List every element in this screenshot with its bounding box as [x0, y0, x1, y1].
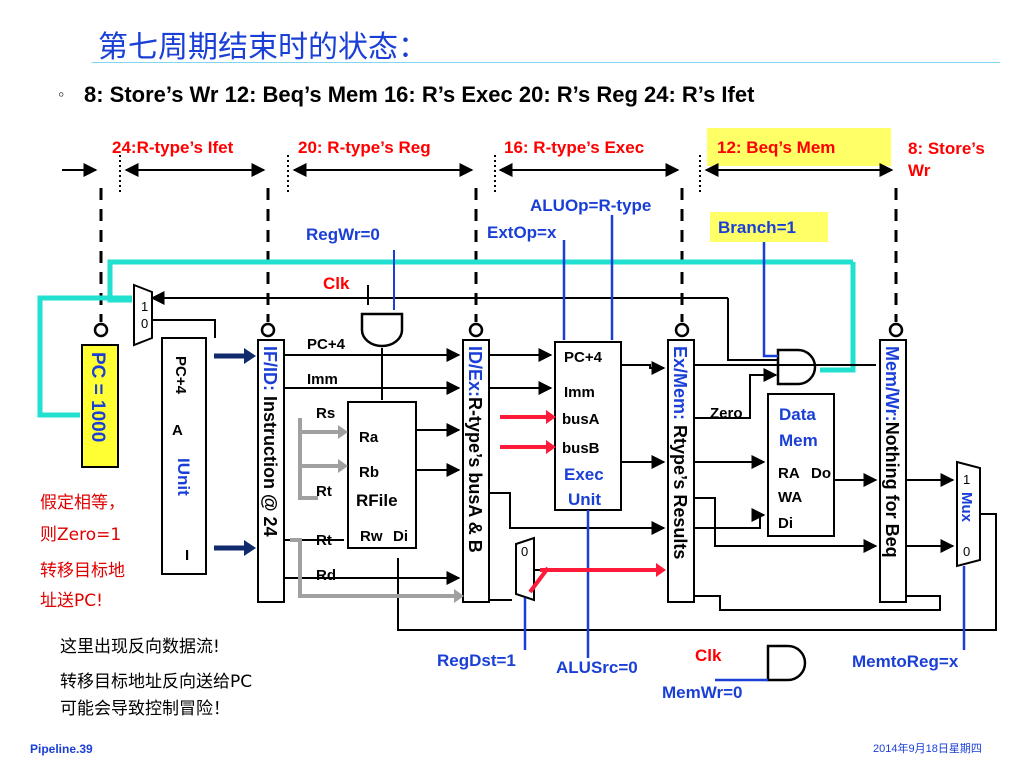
idex-register — [462, 339, 490, 603]
register-arrowheads — [338, 425, 464, 603]
stage-highlight-mem — [707, 128, 891, 166]
signal-zero: Zero — [710, 405, 743, 422]
note-red-1: 假定相等， — [40, 493, 125, 513]
register-file — [347, 401, 417, 549]
exec-busa: busA — [562, 411, 600, 428]
iunit-pc4: PC+4 — [172, 356, 189, 395]
exec-name1: Exec — [564, 465, 604, 484]
iunit-a: A — [172, 422, 183, 439]
writeback-mux — [956, 460, 981, 568]
rfile-di: Di — [393, 528, 408, 545]
signal-pc4: PC+4 — [307, 336, 346, 353]
signal-imm: Imm — [307, 371, 338, 388]
clock-inputs — [93, 322, 904, 338]
dmem-name1: Data — [779, 405, 816, 424]
pc-mux — [133, 283, 153, 347]
exec-name2: Unit — [568, 490, 601, 509]
stage-label-exec: 16: R-type’s Exec — [504, 138, 645, 157]
aluop-label: ALUOp=R-type — [530, 196, 652, 215]
footer-slide-number: Pipeline.39 — [30, 742, 93, 756]
exec-busb: busB — [562, 440, 600, 457]
highlight-arrows — [500, 415, 658, 594]
footer-date: 2014年9月18日星期四 — [873, 743, 982, 755]
note-red-4: 址送PC! — [40, 591, 103, 611]
branch-and-gate — [776, 348, 817, 386]
exmem-register — [667, 339, 695, 603]
page-title: 第七周期结束时的状态： — [98, 30, 428, 65]
regwr-label: RegWr=0 — [306, 225, 380, 244]
rfile-ra: Ra — [359, 429, 379, 446]
stage-label-wr: 8: Store’s Wr — [908, 139, 985, 180]
dmem-di: Di — [778, 515, 793, 532]
exec-imm: Imm — [564, 384, 595, 401]
dmem-ra: RA — [778, 465, 800, 482]
ifid-label: IF/ID: Instruction @ 24 — [260, 346, 280, 537]
memwr-register — [879, 339, 907, 603]
title-rule — [92, 62, 1000, 63]
pc-mux-bot: 0 — [141, 316, 148, 331]
note-black-3: 可能会导致控制冒险！ — [60, 699, 230, 719]
bullet-text: 8: Store’s Wr 12: Beq’s Mem 16: R’s Exec… — [84, 82, 755, 107]
iunit-box — [161, 337, 207, 575]
branch-feedback-path — [37, 259, 856, 418]
rfile-rw: Rw — [360, 528, 383, 545]
alusrc-label: ALUSrc=0 — [556, 658, 638, 677]
branch-label: Branch=1 — [718, 218, 796, 237]
regdst-label: RegDst=1 — [437, 651, 516, 670]
note-red-2: 则Zero=1 — [40, 525, 122, 545]
wb-mux-1: 1 — [963, 472, 970, 487]
regdst-mux — [515, 536, 535, 602]
control-wires — [523, 215, 966, 682]
clock-boundaries — [99, 188, 898, 322]
stage-label-reg: 20: R-type’s Reg — [298, 138, 431, 157]
idex-label: ID/Ex:R-type’s busA & B — [465, 346, 485, 553]
memwr-label: Mem/Wr:Nothing for Beq — [882, 346, 902, 558]
clk-top-label: Clk — [323, 274, 350, 293]
dmem-do: Do — [811, 465, 831, 482]
datapath-wires — [150, 250, 997, 631]
exec-unit — [554, 341, 622, 511]
stage-label-mem: 12: Beq’s Mem — [717, 138, 836, 157]
iunit-arrowheads — [244, 348, 256, 556]
iunit-i: I — [185, 547, 189, 564]
clk-bottom-label: Clk — [695, 646, 722, 665]
signal-rt2: Rt — [316, 532, 332, 549]
branch-highlight — [710, 212, 828, 242]
data-memory — [767, 393, 835, 537]
rfile-rb: Rb — [359, 464, 379, 481]
note-black-2: 转移目标地址反向送给PC — [60, 672, 253, 692]
regwr-and-gate — [360, 312, 404, 348]
bullet-mark: ◦ — [58, 84, 65, 104]
iunit-name: IUnit — [174, 458, 193, 496]
iunit-arrows — [214, 353, 246, 551]
exmem-label: Ex/Mem: Rtype’s Results — [670, 346, 690, 559]
note-black-1: 这里出现反向数据流! — [60, 637, 220, 657]
stage-label-ifet: 24:R-type’s Ifet — [112, 138, 234, 157]
register-arrows — [290, 418, 456, 598]
pc-register — [81, 344, 119, 468]
signal-rd: Rd — [316, 567, 336, 584]
boundary-dots — [119, 155, 701, 195]
extop-label: ExtOp=x — [487, 223, 557, 242]
ifid-register — [257, 339, 285, 603]
wb-mux-0: 0 — [963, 544, 970, 559]
wb-mux-name: Mux — [958, 492, 975, 523]
signal-rs: Rs — [316, 405, 335, 422]
pc-mux-top: 1 — [141, 299, 148, 314]
memwr-label: MemWr=0 — [662, 683, 743, 702]
signal-rt1: Rt — [316, 483, 332, 500]
pc-label: PC = 1000 — [87, 352, 108, 442]
dmem-wa: WA — [778, 489, 802, 506]
memwr-and-gate — [766, 644, 807, 682]
rfile-name: RFile — [356, 491, 398, 510]
highlight-arrowheads — [546, 410, 666, 577]
exec-pc4: PC+4 — [564, 349, 603, 366]
memtoreg-label: MemtoReg=x — [852, 652, 959, 671]
note-red-3: 转移目标地 — [40, 561, 125, 581]
dmem-name2: Mem — [779, 431, 818, 450]
regdst-mux-0: 0 — [521, 544, 528, 559]
